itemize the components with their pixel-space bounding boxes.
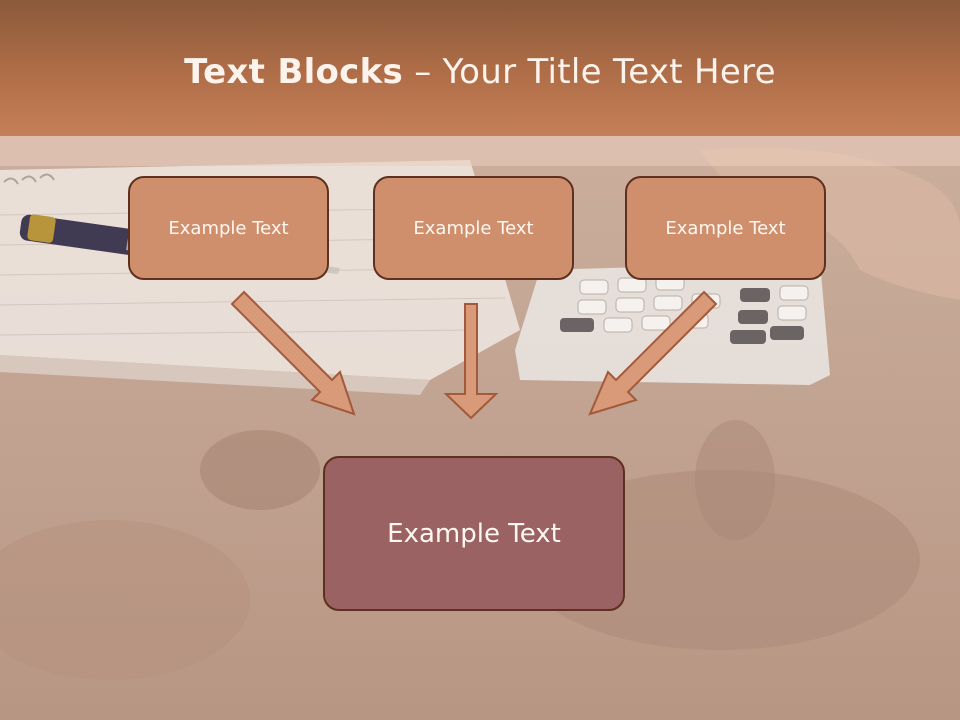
main-text-block-label: Example Text bbox=[387, 518, 561, 549]
title-separator: – bbox=[403, 52, 443, 92]
text-block-2-label: Example Text bbox=[413, 217, 534, 239]
text-block-2[interactable]: Example Text bbox=[373, 176, 574, 280]
title-rest: Your Title Text Here bbox=[442, 52, 776, 92]
text-block-1[interactable]: Example Text bbox=[128, 176, 329, 280]
calculator-shape bbox=[515, 262, 830, 385]
main-text-block[interactable]: Example Text bbox=[323, 456, 625, 611]
text-block-3-label: Example Text bbox=[665, 217, 786, 239]
text-block-1-label: Example Text bbox=[168, 217, 289, 239]
title-bar bbox=[0, 0, 960, 136]
text-block-3[interactable]: Example Text bbox=[625, 176, 826, 280]
title-bold: Text Blocks bbox=[184, 52, 404, 92]
slide-title: Text Blocks – Your Title Text Here bbox=[0, 52, 960, 92]
title-strip bbox=[0, 136, 960, 166]
